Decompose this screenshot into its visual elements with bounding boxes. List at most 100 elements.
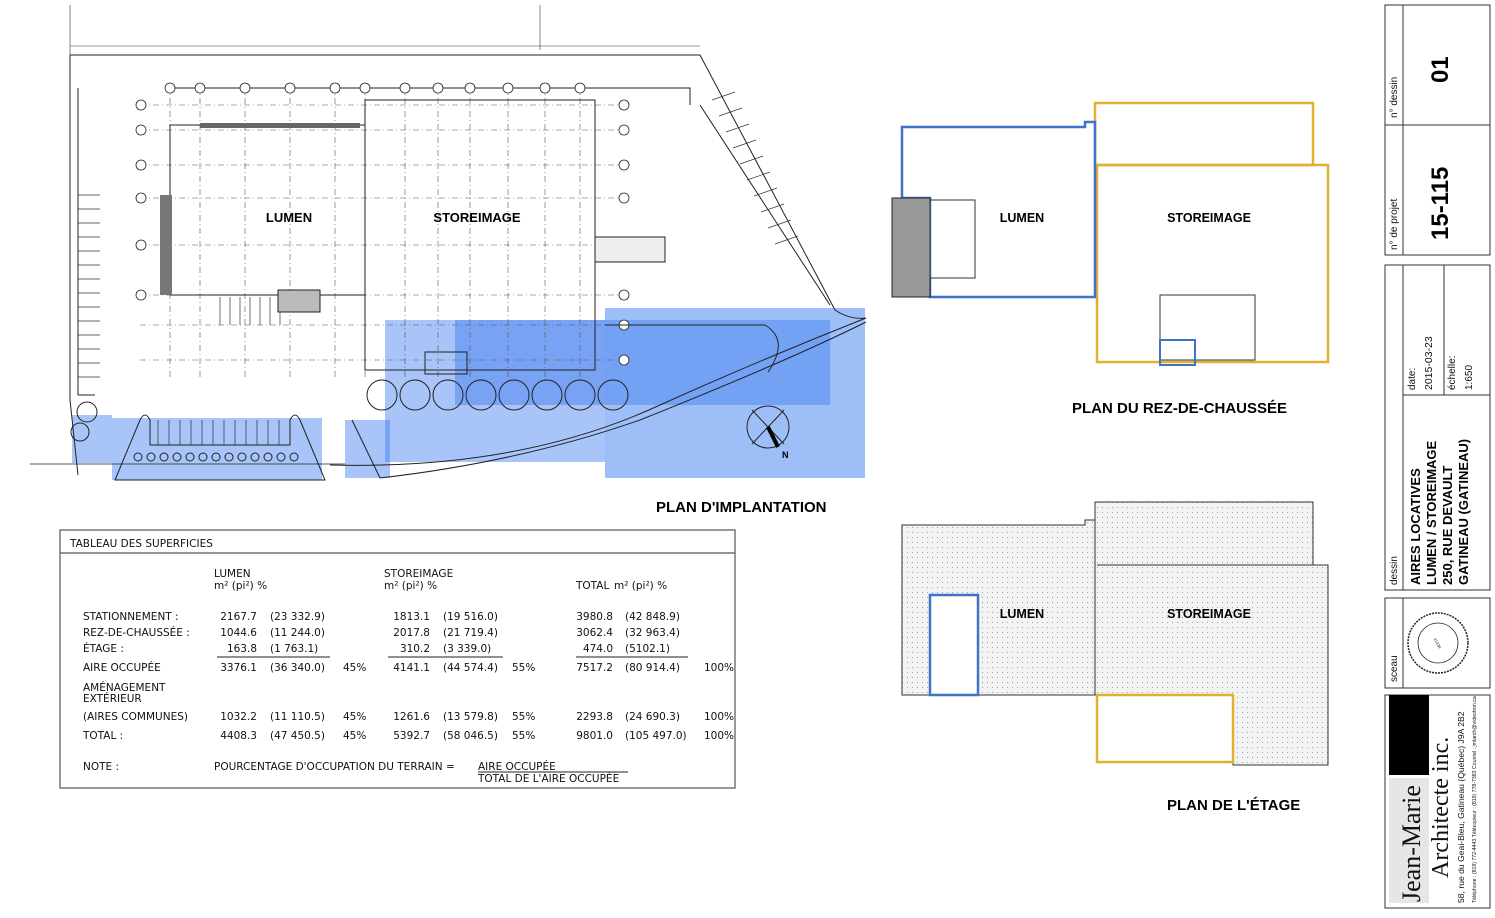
firm-logo: Jean-Marie Architecte inc. 58, rue du Ge…: [1389, 695, 1478, 903]
cell-sqft: (13 579.8): [443, 711, 498, 723]
drawing-title-line: GATINEAU (GATINEAU): [1456, 439, 1471, 585]
shrub: [237, 452, 247, 462]
stall-line: [711, 91, 736, 101]
stall-line: [774, 235, 799, 245]
cell-m2: 7517.2: [576, 662, 613, 674]
driveway-island: [605, 324, 779, 373]
row-label: REZ-DE-CHAUSSÉE :: [83, 626, 190, 639]
cell-m2: 1813.1: [393, 611, 430, 623]
project-no: 15-115: [1427, 167, 1454, 240]
zone: [112, 418, 322, 480]
cell-sqft: (21 719.4): [443, 627, 498, 639]
shrub: [263, 452, 273, 462]
grid-bubble: [135, 159, 147, 171]
cell-m2: 3062.4: [576, 627, 613, 639]
zone: [345, 420, 390, 478]
firm-box: [1384, 694, 1491, 909]
grid-bubble: [164, 82, 176, 94]
date-label: date:: [1407, 368, 1418, 390]
grid-bubble: [239, 82, 251, 94]
cell-m2: 2167.7: [220, 611, 257, 623]
cell-sqft: (5102.1): [625, 643, 670, 655]
firm-name: Architecte inc.: [1428, 737, 1454, 878]
cell-m2: 1044.6: [220, 627, 257, 639]
tree: [432, 379, 464, 411]
shrub: [133, 452, 143, 462]
storeimage-top-wing: [1093, 101, 1315, 167]
shrub: [172, 452, 182, 462]
tree: [399, 379, 431, 411]
cell-sqft: (58 046.5): [443, 730, 498, 742]
zone: [605, 308, 865, 478]
stall-line: [746, 171, 771, 181]
cell-m2: 2293.8: [576, 711, 613, 723]
grid-bubble: [539, 82, 551, 94]
cell-percent: 100%: [704, 711, 734, 723]
grid-bubble: [618, 192, 630, 204]
cell-percent: 55%: [512, 662, 535, 674]
cell-m2: 1032.2: [220, 711, 257, 723]
tree: [70, 422, 90, 442]
cell-sqft: (11 110.5): [270, 711, 325, 723]
cell-sqft: (80 914.4): [625, 662, 680, 674]
site-plan: LUMEN STOREIMAGE N PLAN D'IMPLANTATION: [30, 5, 867, 516]
cell-m2: 163.8: [227, 643, 257, 655]
cell-m2: 1261.6: [393, 711, 430, 723]
cell-sqft: (36 340.0): [270, 662, 325, 674]
stall-line: [739, 155, 764, 165]
cell-percent: 45%: [343, 730, 366, 742]
drawing-label: dessin: [1389, 556, 1400, 585]
row-label: STATIONNEMENT :: [83, 611, 179, 623]
cell-m2: 5392.7: [393, 730, 430, 742]
svg-text:#1234: #1234: [1433, 637, 1443, 650]
storeimage-label: STOREIMAGE: [433, 210, 520, 225]
note-text: POURCENTAGE D'OCCUPATION DU TERRAIN =: [214, 761, 455, 773]
lumen-ramp: [160, 195, 172, 295]
cell-sqft: (44 574.4): [443, 662, 498, 674]
storeimage-label: STOREIMAGE: [1167, 607, 1251, 621]
project-box: [1384, 4, 1491, 256]
cell-m2: 4408.3: [220, 730, 257, 742]
offices: [1159, 294, 1256, 361]
grid-bubble: [135, 192, 147, 204]
storeimage-mezzanine: [1095, 693, 1235, 764]
drawing-title-line: AIRES LOCATIVES: [1408, 468, 1423, 585]
stall-line: [732, 139, 757, 149]
cell-percent: 100%: [704, 662, 734, 674]
shrub: [250, 452, 260, 462]
shrub: [289, 452, 299, 462]
table-border: [59, 529, 736, 789]
offices: [929, 199, 976, 279]
column-header: STOREIMAGE: [384, 568, 453, 580]
grid-bubble: [618, 124, 630, 136]
seal-label: sceau: [1389, 655, 1400, 682]
shrub: [146, 452, 156, 462]
tree: [465, 379, 497, 411]
cell-m2: 9801.0: [576, 730, 613, 742]
cell-sqft: (47 450.5): [270, 730, 325, 742]
drawing-no: 01: [1427, 56, 1454, 83]
cell-sqft: (32 963.4): [625, 627, 680, 639]
ground-floor-plan: LUMEN STOREIMAGE PLAN DU REZ-DE-CHAUSSÉE: [891, 101, 1330, 417]
stall-line: [760, 203, 785, 213]
table-title: TABLEAU DES SUPERFICIES: [69, 538, 213, 550]
cell-percent: 45%: [343, 711, 366, 723]
entrance-vestibule: [277, 289, 321, 313]
cell-sqft: (24 690.3): [625, 711, 680, 723]
stall-line: [767, 219, 792, 229]
tree: [366, 379, 398, 411]
shrub: [224, 452, 234, 462]
cell-m2: 474.0: [583, 643, 613, 655]
grid-bubble: [135, 99, 147, 111]
stall-line: [718, 107, 743, 117]
stall-line: [753, 187, 778, 197]
lumen-mezzanine: [928, 593, 980, 697]
cell-sqft: (42 848.9): [625, 611, 680, 623]
north-label: N: [782, 450, 789, 460]
grid-bubble: [135, 124, 147, 136]
tree: [531, 379, 563, 411]
grid-bubble: [574, 82, 586, 94]
storeimage-building: [364, 99, 596, 371]
shrub: [198, 452, 208, 462]
grid-bubble: [329, 82, 341, 94]
